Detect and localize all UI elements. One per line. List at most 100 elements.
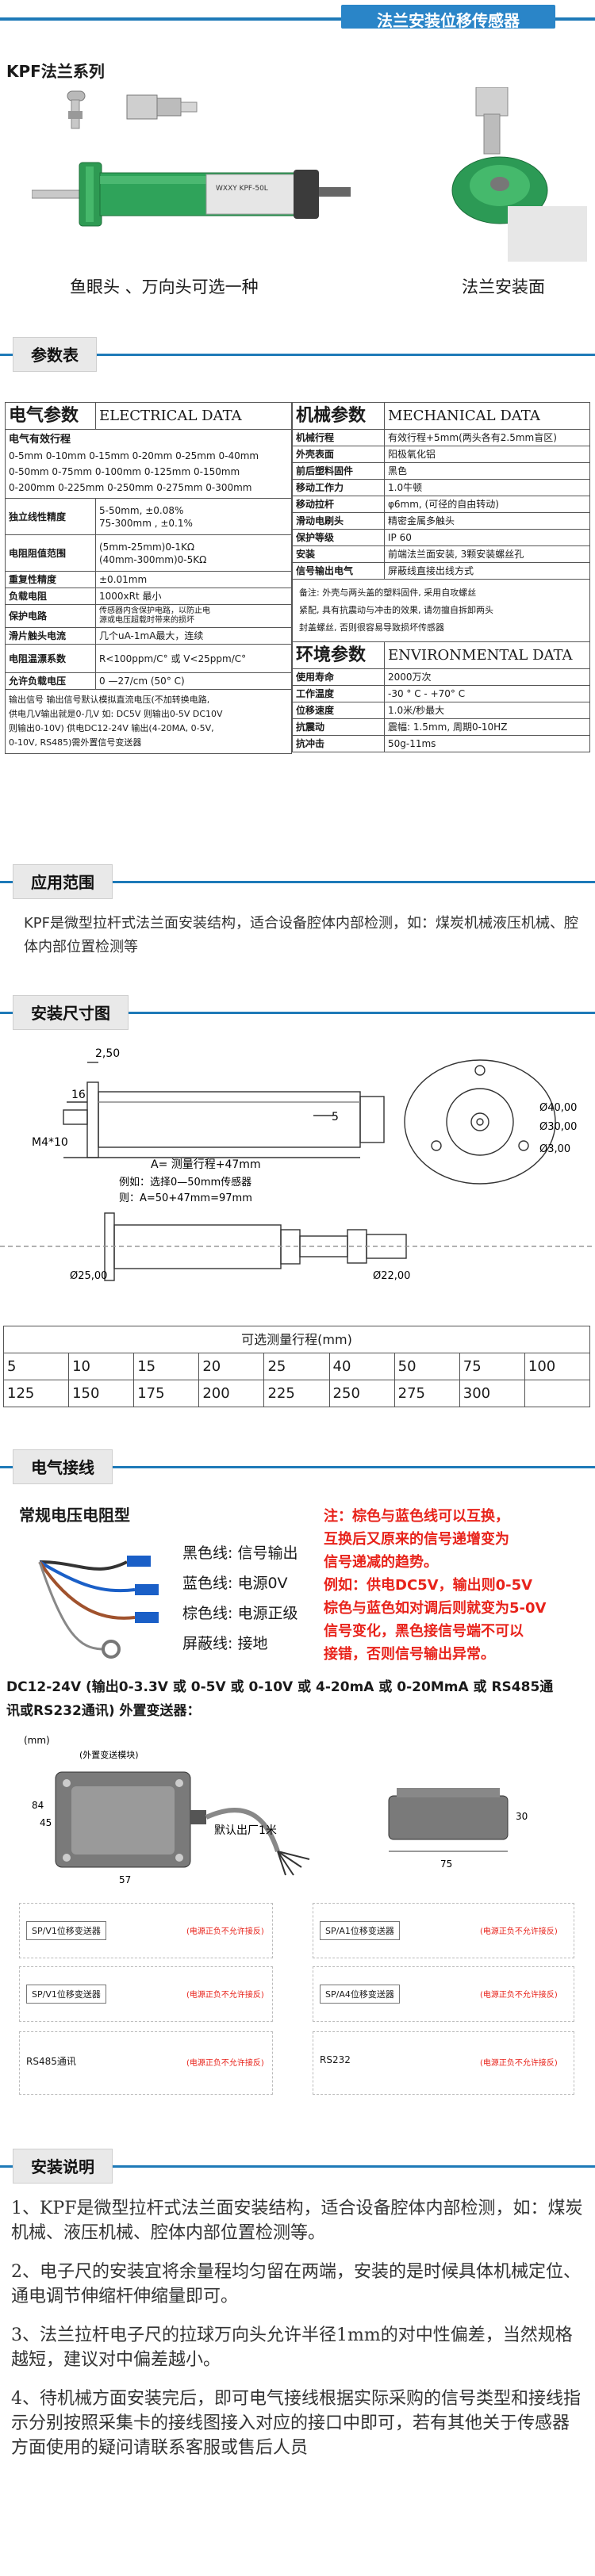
banner-title: 法兰安装位移传感器 <box>377 11 520 30</box>
wiring-diagram-2: SP/A1位移变送器 (电源正负不允许接反) <box>313 1903 574 1958</box>
install-step: 1、KPF是微型拉杆式法兰面安装结构，适合设备腔体内部检测，如：煤炭机械、液压机… <box>11 2199 583 2243</box>
stroke-cell: 100 <box>524 1353 591 1380</box>
spec-val: 黑色 <box>384 462 590 480</box>
dim-250: 2,50 <box>95 1047 120 1060</box>
spec-key: 抗震动 <box>292 718 385 736</box>
spec-val: R<100ppm/C° 或 V<25ppm/C° <box>95 644 292 673</box>
dim-30: 30 <box>516 1811 528 1822</box>
spec-val: ±0.01mm <box>95 571 292 588</box>
stroke-cell: 15 <box>133 1353 200 1380</box>
stroke-cell: 300 <box>459 1380 525 1407</box>
spec-val: -30 ° C - +70° C <box>384 685 590 702</box>
module-label: (外置变送模块) <box>79 1749 139 1760</box>
spec-val: IP 60 <box>384 529 590 546</box>
spec-key: 机械行程 <box>292 429 385 446</box>
stroke-cell: 40 <box>328 1353 395 1380</box>
stroke-row: 0-5mm 0-10mm 0-15mm 0-20mm 0-25mm 0-40mm <box>9 450 259 461</box>
stroke-cell: 50 <box>393 1353 460 1380</box>
banner-rule <box>0 17 595 21</box>
spec-key: 电阻温漂系数 <box>5 644 96 673</box>
spec-val: 前端法兰面安装, 3颗安装螺丝孔 <box>384 545 590 563</box>
wire-black: 黑色线: 信号输出 <box>182 1544 298 1562</box>
spec-key: 滑动电刷头 <box>292 512 385 530</box>
spec-val: 1.0牛顿 <box>384 479 590 496</box>
spec-val: 传感器内含保护电路，以防止电源或电压超载时带来的损坏 <box>95 604 292 628</box>
dim-phi30a: Ø30,00 <box>539 1121 577 1133</box>
spec-val: 50g-11ms <box>384 735 590 752</box>
install-step: 2、电子尺的安装宜将余量程均匀留在两端，安装的是时候具体机械定位、通电调节伸缩杆… <box>11 2262 581 2306</box>
transmitter-line: DC12-24V (输出0-3.3V 或 0-5V 或 0-10V 或 4-20… <box>6 1679 554 1719</box>
spec-val: 5-50mm, ±0.08%75-300mm , ±0.1% <box>95 498 292 535</box>
spec-key: 重复性精度 <box>5 571 96 588</box>
spec-key: 工作温度 <box>292 685 385 702</box>
spec-key: 前后塑料固件 <box>292 462 385 480</box>
section-header-app: 应用范围 <box>0 864 595 899</box>
wiring-diagram-3: SP/V1位移变送器 (电源正负不允许接反) <box>19 1966 273 2022</box>
spec-val: 屏蔽线直接出线方式 <box>384 562 590 580</box>
dim-16: 16 <box>71 1089 86 1101</box>
wiring-type-title: 常规电压电阻型 <box>19 1506 130 1525</box>
stroke-cell <box>524 1380 591 1407</box>
stroke-cell: 200 <box>198 1380 265 1407</box>
section-header-dims: 安装尺寸图 <box>0 995 595 1030</box>
spec-val: 阳极氧化铝 <box>384 446 590 463</box>
wire-shield: 屏蔽线: 接地 <box>182 1635 268 1652</box>
stroke-cell: 75 <box>459 1353 525 1380</box>
wiring-diagram-5: RS485通讯 (电源正负不允许接反) <box>19 2031 273 2095</box>
spec-val: 1000xRt 最小 <box>95 588 292 605</box>
spec-key: 移动工作力 <box>292 479 385 496</box>
stroke-cell: 125 <box>2 1380 70 1407</box>
dim-example1: 例如：选择0—50mm传感器 <box>119 1176 251 1188</box>
product-photo-sensor: WXXY KPF-50L <box>32 90 351 227</box>
wire-list: 黑色线: 信号输出 蓝色线: 电源0V 棕色线: 电源正级 屏蔽线: 接地 <box>182 1538 298 1659</box>
wiring-diagram-4: SP/A4位移变送器 (电源正负不允许接反) <box>313 1966 574 2022</box>
wiring-diagram-6: RS232 (电源正负不允许接反) <box>313 2031 574 2095</box>
elec-head1: 电气参数 <box>5 402 96 430</box>
mech-head1: 机械参数 <box>292 402 385 430</box>
stroke-cell: 5 <box>2 1353 70 1380</box>
electrical-table: 电气参数 ELECTRICAL DATA 电气有效行程 0-5mm 0-10mm… <box>5 402 292 754</box>
product-caption-left: 鱼眼头 、万向头可选一种 <box>70 278 259 297</box>
dim-phi40: Ø40,00 <box>539 1102 577 1114</box>
spec-key: 使用寿命 <box>292 668 385 686</box>
dim-45: 45 <box>40 1817 52 1828</box>
spec-key: 移动拉杆 <box>292 496 385 513</box>
dim-example2: 则：A=50+47mm=97mm <box>119 1192 252 1204</box>
wiring-note: 注：棕色与蓝色线可以互换， 互换后又原来的信号递增变为 信号递减的趋势。 例如：… <box>324 1508 547 1663</box>
stroke-cell: 150 <box>68 1380 135 1407</box>
transmitter-drawing: (mm) (外置变送模块) 默认出厂1米 84 45 57 75 30 <box>24 1735 528 1885</box>
stroke-row: 0-200mm 0-225mm 0-250mm 0-275mm 0-300mm <box>9 482 252 493</box>
mech-head2: MECHANICAL DATA <box>384 402 590 430</box>
install-step: 4、待机械方面安装完后，即可电气接线根据实际采购的信号类型和接线指示分别按照采集… <box>11 2389 581 2458</box>
dim-5: 5 <box>332 1111 339 1123</box>
spec-key: 保护等级 <box>292 529 385 546</box>
spec-val: φ6mm, (可径的自由转动) <box>384 496 590 513</box>
spec-key: 抗冲击 <box>292 735 385 752</box>
elec-head2: ELECTRICAL DATA <box>95 402 292 430</box>
spec-val: 几个uA-1mA最大，连续 <box>95 627 292 645</box>
spec-key: 允许负载电压 <box>5 672 96 690</box>
spec-val: 2000万次 <box>384 668 590 686</box>
sensor-label: WXXY KPF-50L <box>216 185 268 193</box>
section-header-install: 安装说明 <box>0 2149 595 2184</box>
wire-blue: 蓝色线: 电源0V <box>182 1575 288 1592</box>
dim-75: 75 <box>440 1858 452 1870</box>
env-head2: ENVIRONMENTAL DATA <box>384 641 590 669</box>
stroke-cell: 175 <box>133 1380 200 1407</box>
spec-key: 滑片触头电流 <box>5 627 96 645</box>
series-title: KPF法兰系列 <box>6 62 105 81</box>
dim-phi30b: Ø3,00 <box>539 1143 570 1155</box>
output-cell: 输出信号 输出信号默认模拟直流电压(不加转换电路, 供电几V输出就是0-几V 如… <box>5 689 292 754</box>
spec-val: 1.0米/秒最大 <box>384 702 590 719</box>
spec-val: 0 —27/cm (50° C) <box>95 672 292 690</box>
remarks-cell: 备注: 外壳与两头盖的塑料固件, 采用自攻螺丝 紧配, 具有抗震动与冲击的效果,… <box>292 579 590 642</box>
application-text: KPF是微型拉杆式法兰面安装结构，适合设备腔体内部检测，如：煤炭机械液压机械、腔… <box>24 915 579 955</box>
spec-key: 安装 <box>292 545 385 563</box>
env-head1: 环境参数 <box>292 641 385 669</box>
unit-label: (mm) <box>24 1735 50 1746</box>
banner-title-box <box>341 5 555 29</box>
fisheye-head-icon <box>67 90 86 129</box>
